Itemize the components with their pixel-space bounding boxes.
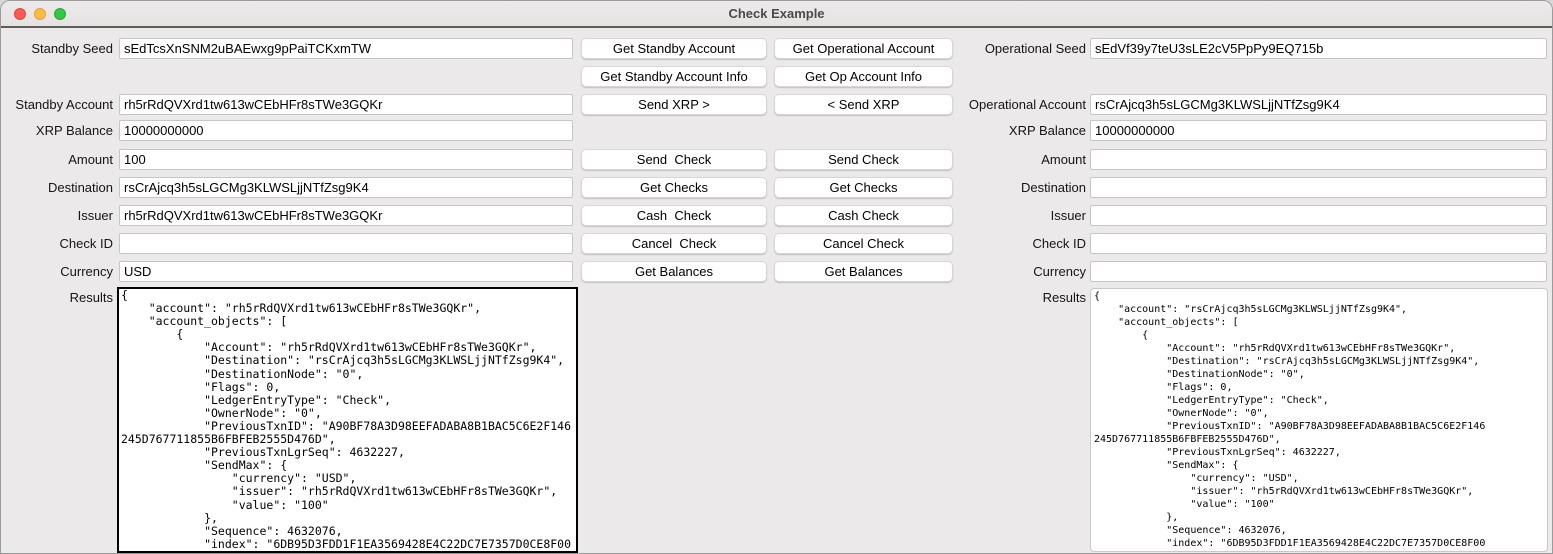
operational-seed-label: Operational Seed: [984, 41, 1086, 56]
op-send-check-button[interactable]: Send Check: [774, 149, 953, 170]
operational-check-id-label: Check ID: [1032, 236, 1086, 251]
standby-cash-check-button[interactable]: Cash Check: [581, 205, 767, 226]
operational-amount-label: Amount: [1041, 152, 1086, 167]
standby-get-checks-button[interactable]: Get Checks: [581, 177, 767, 198]
minimize-icon[interactable]: [34, 8, 46, 20]
get-op-account-info-button[interactable]: Get Op Account Info: [774, 66, 953, 87]
get-standby-account-button[interactable]: Get Standby Account: [581, 38, 767, 59]
operational-issuer-label: Issuer: [1050, 208, 1086, 223]
operational-results-text[interactable]: { "account": "rsCrAjcq3h5sLGCMg3KLWSLjjN…: [1090, 288, 1548, 552]
standby-send-check-button[interactable]: Send Check: [581, 149, 767, 170]
op-cancel-check-button[interactable]: Cancel Check: [774, 233, 953, 254]
op-get-checks-button[interactable]: Get Checks: [774, 177, 953, 198]
operational-account-input[interactable]: [1090, 94, 1547, 115]
get-operational-account-button[interactable]: Get Operational Account: [774, 38, 953, 59]
standby-xrp-balance-label: XRP Balance: [35, 123, 113, 138]
standby-get-balances-button[interactable]: Get Balances: [581, 261, 767, 282]
window-title: Check Example: [728, 6, 825, 21]
get-standby-account-info-button[interactable]: Get Standby Account Info: [581, 66, 767, 87]
titlebar: Check Example: [1, 1, 1552, 28]
send-xrp-right-button[interactable]: Send XRP >: [581, 94, 767, 115]
standby-xrp-balance-input[interactable]: [119, 120, 573, 141]
op-get-balances-button[interactable]: Get Balances: [774, 261, 953, 282]
standby-check-id-label: Check ID: [59, 236, 113, 251]
operational-destination-label: Destination: [1020, 180, 1086, 195]
send-xrp-left-button[interactable]: < Send XRP: [774, 94, 953, 115]
window-controls: [14, 8, 66, 20]
standby-currency-input[interactable]: [119, 261, 573, 282]
operational-check-id-input[interactable]: [1090, 233, 1547, 254]
op-cash-check-button[interactable]: Cash Check: [774, 205, 953, 226]
standby-seed-input[interactable]: [119, 38, 573, 59]
standby-cancel-check-button[interactable]: Cancel Check: [581, 233, 767, 254]
standby-destination-input[interactable]: [119, 177, 573, 198]
standby-issuer-label: Issuer: [77, 208, 113, 223]
standby-issuer-input[interactable]: [119, 205, 573, 226]
operational-amount-input[interactable]: [1090, 149, 1547, 170]
standby-account-input[interactable]: [119, 94, 573, 115]
standby-account-label: Standby Account: [15, 97, 113, 112]
operational-issuer-input[interactable]: [1090, 205, 1547, 226]
content-area: Standby Seed Standby Account XRP Balance…: [1, 30, 1552, 553]
standby-results-label: Results: [69, 290, 113, 305]
operational-currency-label: Currency: [1033, 264, 1086, 279]
operational-currency-input[interactable]: [1090, 261, 1547, 282]
maximize-icon[interactable]: [54, 8, 66, 20]
operational-xrp-balance-input[interactable]: [1090, 120, 1547, 141]
operational-seed-input[interactable]: [1090, 38, 1547, 59]
standby-amount-input[interactable]: [119, 149, 573, 170]
standby-seed-label: Standby Seed: [31, 41, 113, 56]
standby-check-id-input[interactable]: [119, 233, 573, 254]
close-icon[interactable]: [14, 8, 26, 20]
operational-account-label: Operational Account: [968, 97, 1086, 112]
standby-results-text[interactable]: { "account": "rh5rRdQVXrd1tw613wCEbHFr8s…: [117, 287, 578, 553]
operational-destination-input[interactable]: [1090, 177, 1547, 198]
standby-amount-label: Amount: [68, 152, 113, 167]
operational-xrp-balance-label: XRP Balance: [1008, 123, 1086, 138]
standby-currency-label: Currency: [60, 264, 113, 279]
operational-results-label: Results: [1042, 290, 1086, 305]
standby-destination-label: Destination: [47, 180, 113, 195]
